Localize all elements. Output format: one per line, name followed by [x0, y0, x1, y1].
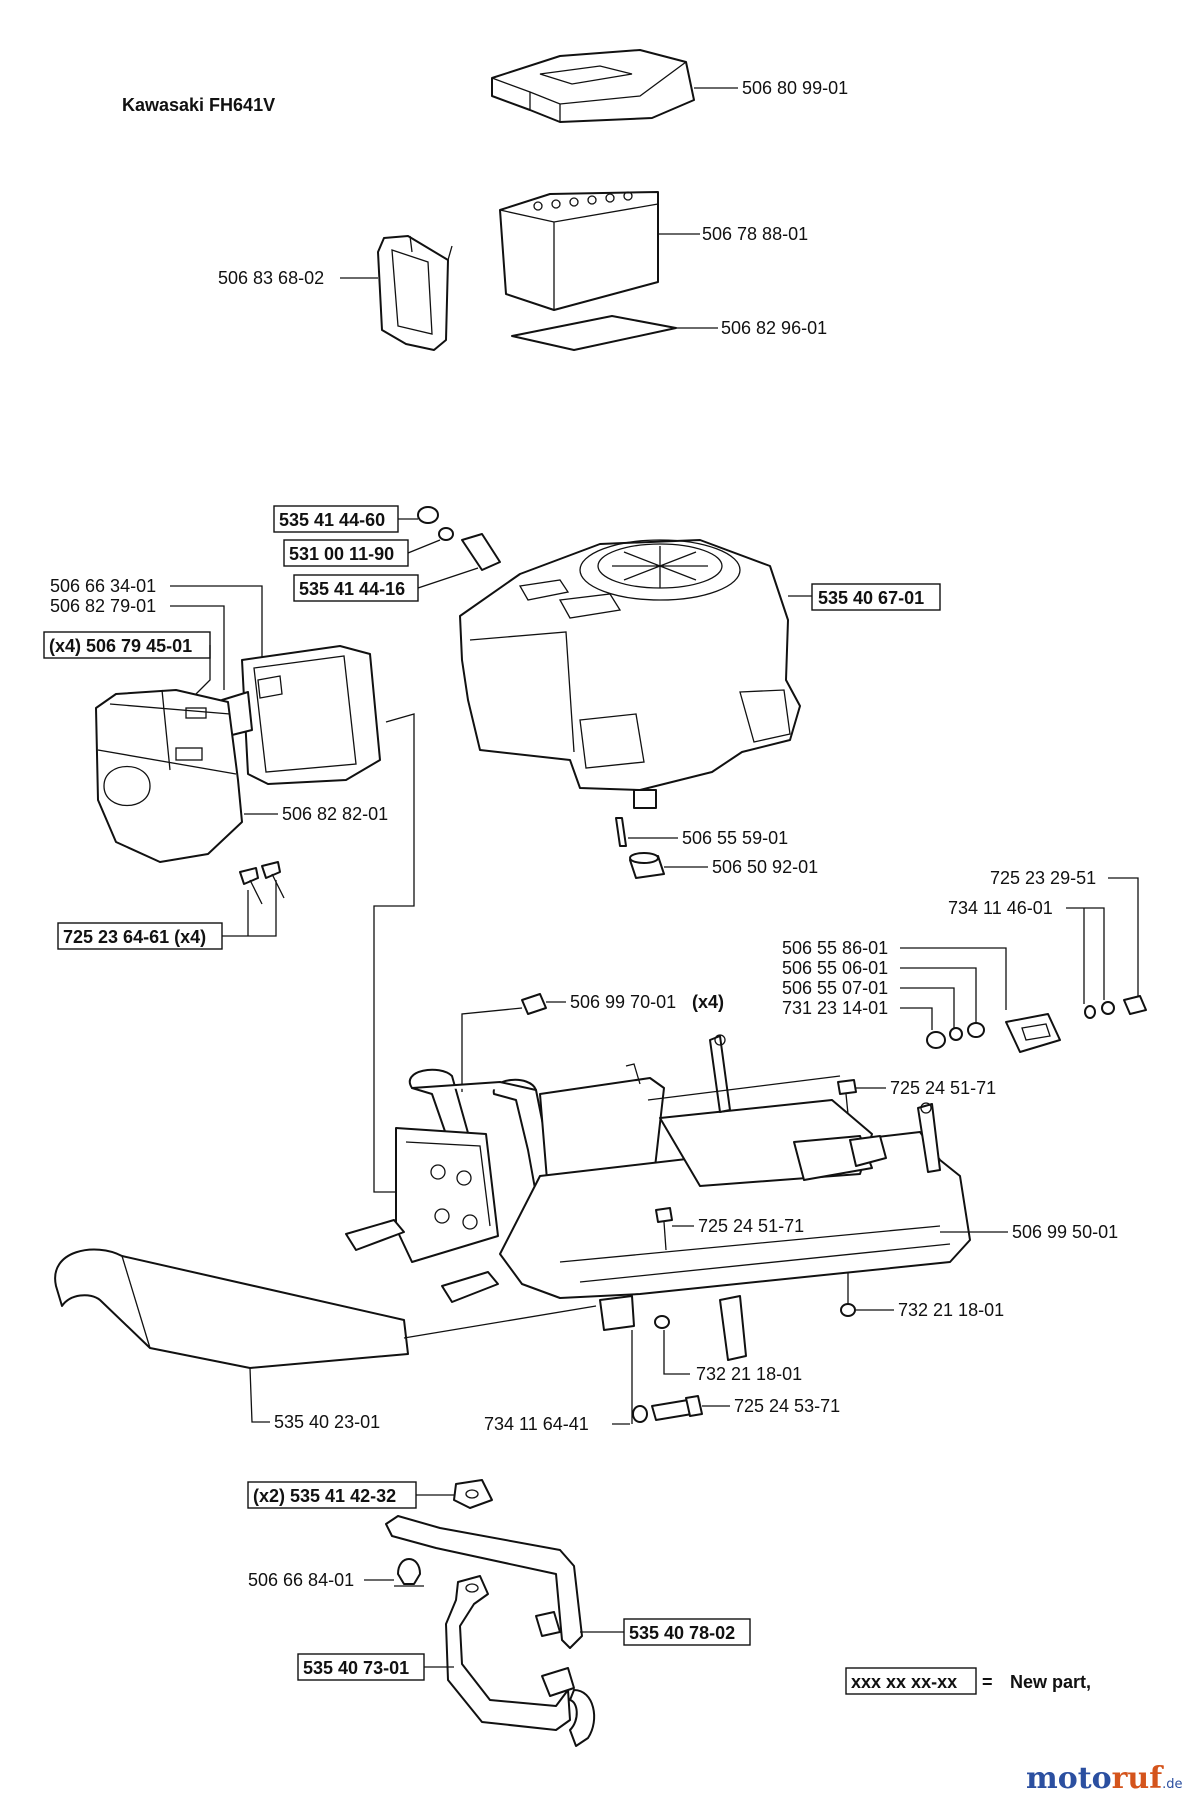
engine — [459, 539, 801, 809]
support-bracket — [445, 1575, 596, 1747]
svg-text:motoruf.de: motoruf.de — [1026, 1761, 1183, 1796]
label-506-82-82-01: 506 82 82-01 — [282, 804, 388, 824]
clamp — [394, 1558, 424, 1587]
gasket — [453, 1479, 493, 1509]
label-535-41-44-16: 535 41 44-16 — [299, 579, 405, 599]
label-535-41-42-32: (x2) 535 41 42-32 — [253, 1486, 396, 1506]
label-725-23-64-61: 725 23 64-61 (x4) — [63, 927, 206, 947]
muffler-shield — [95, 689, 243, 863]
battery-mat — [511, 315, 677, 351]
label-535-40-23-01: 535 40 23-01 — [274, 1412, 380, 1432]
box-535-41-44-16 — [293, 574, 419, 602]
box-506-79-45-01 — [43, 631, 211, 659]
box-725-23-64-61 — [57, 922, 223, 950]
label-506-55-86-01: 506 55 86-01 — [782, 938, 888, 958]
label-506-82-79-01: 506 82 79-01 — [50, 596, 156, 616]
box-535-40-78-02 — [623, 1618, 751, 1646]
label-506-79-45-01: (x4) 506 79 45-01 — [49, 636, 192, 656]
bracket-hardware — [926, 995, 1147, 1053]
top-bolt — [521, 993, 547, 1015]
diagram-title: Kawasaki FH641V — [122, 95, 275, 115]
bolt-upper — [837, 1079, 857, 1115]
legend-meaning: New part, — [1010, 1672, 1091, 1692]
legend-box — [845, 1667, 977, 1695]
legend-box-text: xxx xx xx-xx — [851, 1672, 957, 1692]
box-535-40-67-01 — [811, 583, 941, 611]
label-734-11-46-01: 734 11 46-01 — [948, 898, 1053, 918]
label-725-24-53-71: 725 24 53-71 — [734, 1396, 840, 1416]
rear-bolt — [632, 1395, 703, 1423]
nut-right — [840, 1303, 856, 1317]
battery-cover — [491, 49, 695, 123]
label-506-55-06-01: 506 55 06-01 — [782, 958, 888, 978]
label-506-99-70-01-qty: (x4) — [692, 992, 724, 1012]
label-506-50-92-01: 506 50 92-01 — [712, 857, 818, 877]
label-725-24-51-71-a: 725 24 51-71 — [890, 1078, 996, 1098]
front-tube — [54, 1248, 409, 1369]
label-506-82-96-01: 506 82 96-01 — [721, 318, 827, 338]
label-506-66-34-01: 506 66 34-01 — [50, 576, 156, 596]
legend-equals: = — [982, 1672, 993, 1692]
label-506-66-84-01: 506 66 84-01 — [248, 1570, 354, 1590]
crank-spacer — [629, 852, 665, 879]
label-506-78-88-01: 506 78 88-01 — [702, 224, 808, 244]
nut-center — [654, 1315, 670, 1329]
main-frame — [345, 1034, 971, 1361]
bolt-lower — [655, 1207, 673, 1251]
label-725-23-29-51: 725 23 29-51 — [990, 868, 1096, 888]
label-506-99-70-01: 506 99 70-01 — [570, 992, 676, 1012]
label-535-40-73-01: 535 40 73-01 — [303, 1658, 409, 1678]
box-535-41-44-60 — [273, 505, 399, 533]
battery — [499, 191, 659, 311]
muffler — [221, 645, 381, 785]
muffler-bolts — [239, 861, 285, 905]
label-732-21-18-01-a: 732 21 18-01 — [898, 1300, 1004, 1320]
battery-strap — [377, 235, 453, 351]
label-731-23-14-01: 731 23 14-01 — [782, 998, 888, 1018]
engine-hardware — [417, 506, 501, 571]
label-506-55-59-01: 506 55 59-01 — [682, 828, 788, 848]
label-725-24-51-71-b: 725 24 51-71 — [698, 1216, 804, 1236]
label-535-40-78-02: 535 40 78-02 — [629, 1623, 735, 1643]
box-535-41-42-32 — [247, 1481, 417, 1509]
crank-key — [615, 817, 627, 847]
box-531-00-11-90 — [283, 539, 409, 567]
label-531-00-11-90: 531 00 11-90 — [289, 544, 394, 564]
label-535-41-44-60: 535 41 44-60 — [279, 510, 385, 530]
label-734-11-64-41: 734 11 64-41 — [484, 1414, 589, 1434]
tube-bracket — [385, 1515, 583, 1649]
label-535-40-67-01: 535 40 67-01 — [818, 588, 924, 608]
label-506-83-68-02: 506 83 68-02 — [218, 268, 324, 288]
label-506-80-99-01: 506 80 99-01 — [742, 78, 848, 98]
label-506-99-50-01: 506 99 50-01 — [1012, 1222, 1118, 1242]
motoruf-watermark: motoruf.de — [1026, 1761, 1183, 1796]
label-506-55-07-01: 506 55 07-01 — [782, 978, 888, 998]
label-732-21-18-01-b: 732 21 18-01 — [696, 1364, 802, 1384]
